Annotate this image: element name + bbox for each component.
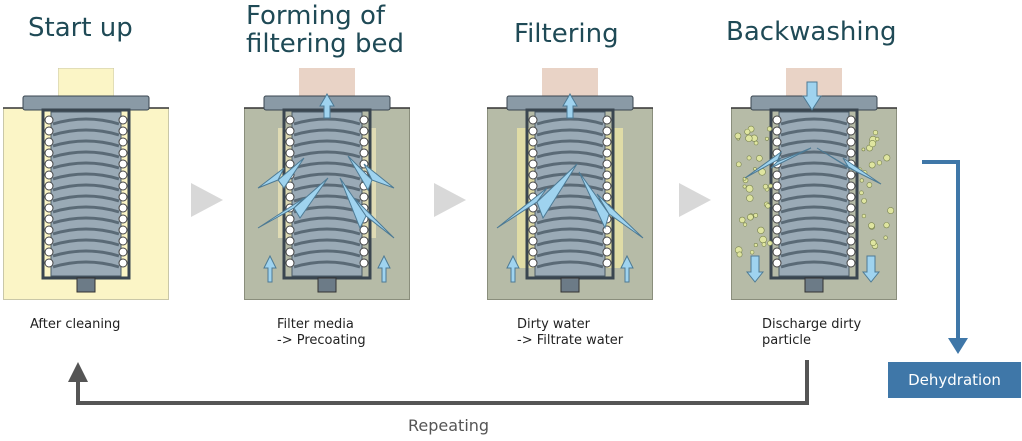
panel-forming: [244, 68, 410, 300]
panel-start-up: [3, 68, 169, 300]
stage-title-backwashing: Backwashing: [726, 17, 897, 47]
stage-title-forming: Forming of filtering bed: [246, 1, 404, 59]
repeat-arrow: [76, 360, 809, 405]
step-arrow-2: [434, 183, 466, 217]
stage-title-filtering: Filtering: [514, 19, 619, 49]
caption-start-up: After cleaning: [30, 317, 121, 332]
repeating-label: Repeating: [408, 416, 490, 435]
panel-filtering: [487, 68, 653, 300]
dehydration-box: Dehydration: [888, 362, 1021, 398]
dehydration-arrow: [922, 160, 960, 342]
caption-backwashing: Discharge dirty particle: [762, 317, 862, 348]
step-arrow-1: [191, 183, 223, 217]
panel-backwashing: [731, 68, 897, 300]
caption-forming: Filter media -> Precoating: [277, 317, 366, 348]
caption-filtering: Dirty water -> Filtrate water: [517, 317, 624, 348]
step-arrow-3: [679, 183, 711, 217]
stage-title-start-up: Start up: [28, 13, 133, 43]
